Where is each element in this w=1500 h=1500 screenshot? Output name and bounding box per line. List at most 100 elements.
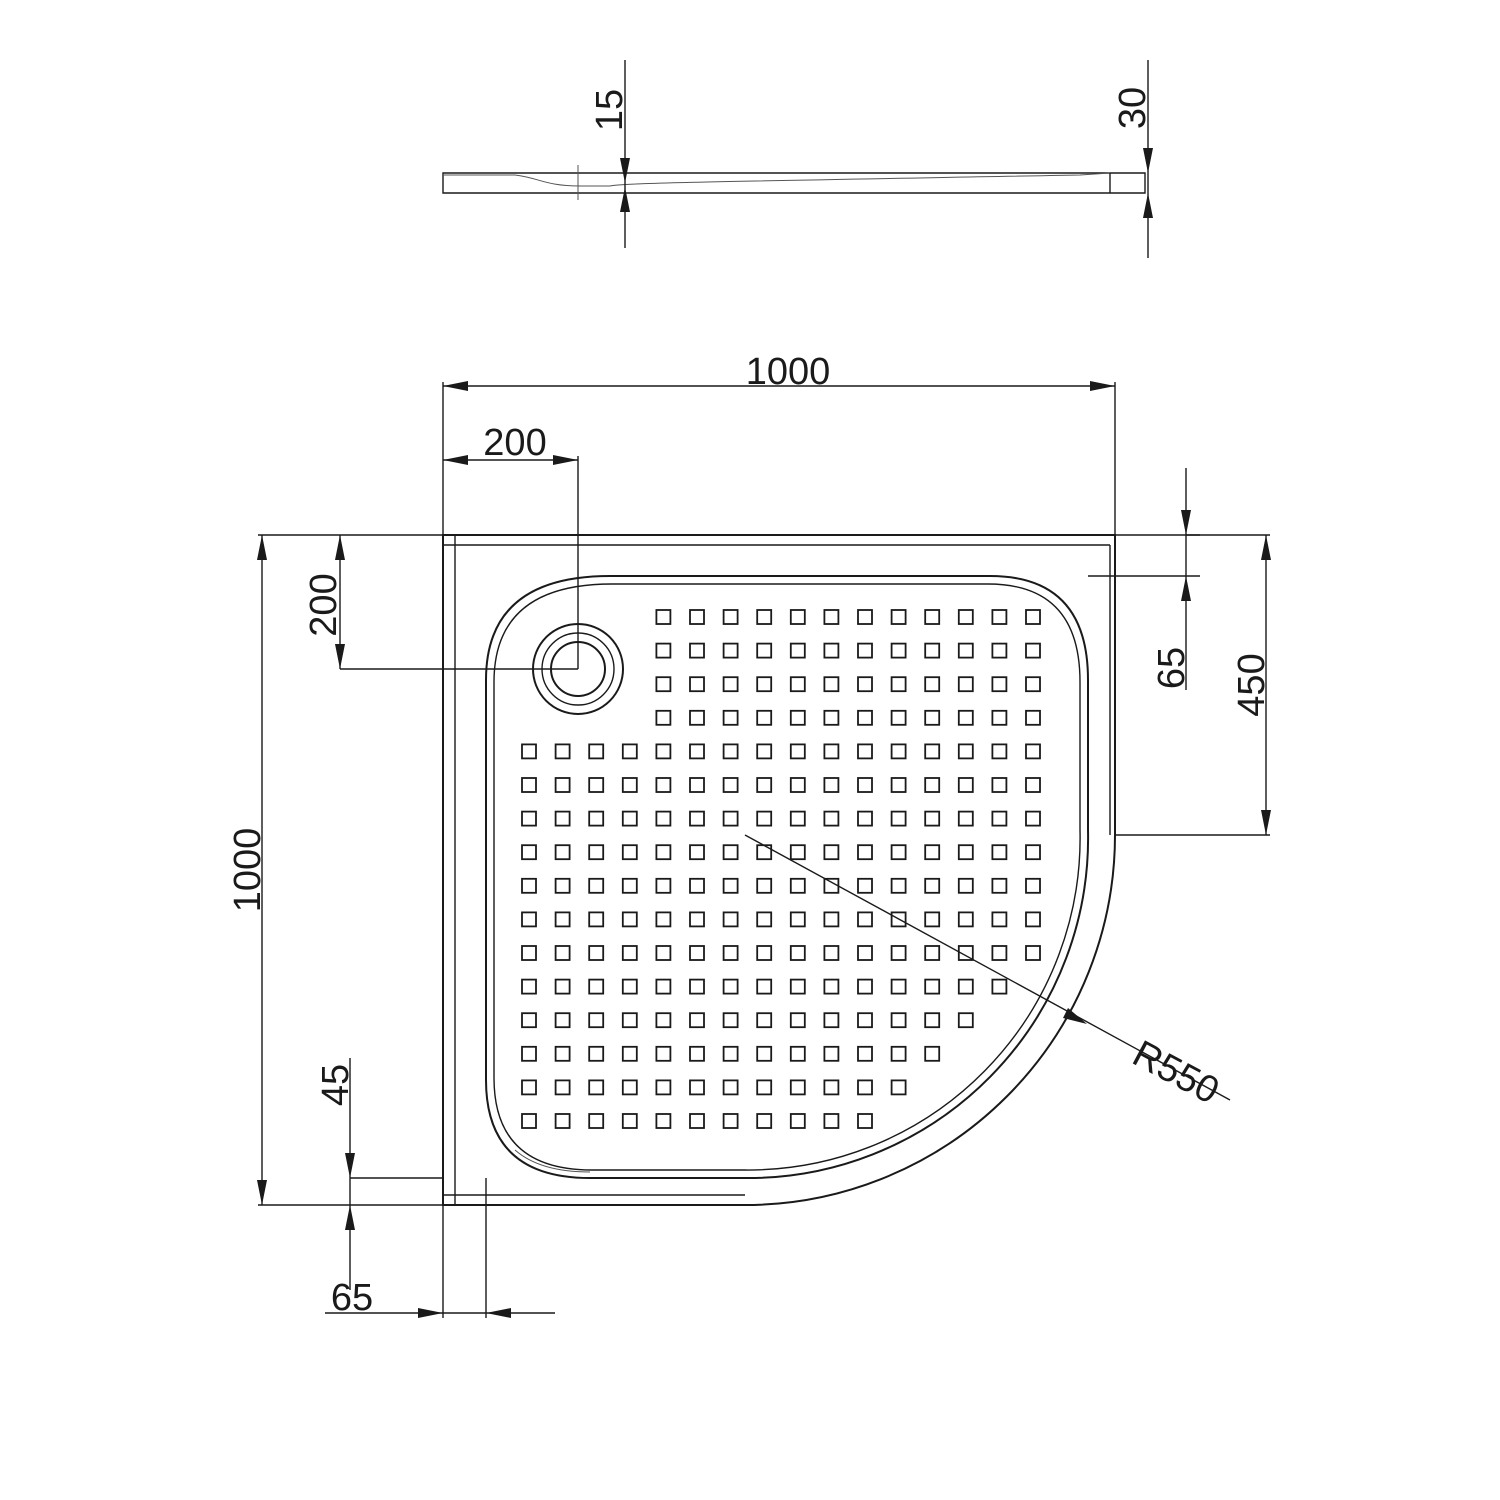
anti-slip-square xyxy=(1025,777,1041,793)
anti-slip-square xyxy=(857,810,873,827)
anti-slip-square xyxy=(1025,810,1041,827)
basin-outline xyxy=(485,575,1090,1180)
anti-slip-square xyxy=(924,810,941,827)
dim-depth: 1000 xyxy=(227,534,443,1206)
dim-drain-offset-x-label: 200 xyxy=(483,422,546,464)
anti-slip-square xyxy=(621,945,638,961)
anti-slip-square xyxy=(823,777,840,793)
anti-slip-square xyxy=(924,743,941,760)
anti-slip-square xyxy=(588,743,605,760)
anti-slip-square xyxy=(1025,743,1041,760)
tray-section-profile xyxy=(442,172,1146,194)
anti-slip-square xyxy=(957,844,974,861)
anti-slip-square xyxy=(655,1045,672,1062)
anti-slip-square xyxy=(924,609,941,625)
anti-slip-square xyxy=(521,1012,537,1029)
anti-slip-square xyxy=(655,978,672,995)
anti-slip-square xyxy=(756,609,773,625)
anti-slip-square xyxy=(655,810,672,827)
anti-slip-square xyxy=(890,777,907,793)
anti-slip-square xyxy=(655,642,672,659)
anti-slip-square xyxy=(789,1045,806,1062)
anti-slip-square xyxy=(521,777,537,793)
anti-slip-square xyxy=(957,676,974,693)
anti-slip-square xyxy=(554,810,571,827)
anti-slip-square xyxy=(756,1079,773,1096)
anti-slip-square xyxy=(621,743,638,760)
anti-slip-square xyxy=(957,945,974,961)
anti-slip-square xyxy=(924,1045,941,1062)
anti-slip-square xyxy=(924,911,941,928)
anti-slip-square xyxy=(756,709,773,726)
anti-slip-square xyxy=(957,709,974,726)
anti-slip-square xyxy=(857,911,873,928)
anti-slip-square xyxy=(857,777,873,793)
dim-rim-left: 65 xyxy=(325,1178,555,1319)
anti-slip-square xyxy=(722,743,739,760)
anti-slip-square xyxy=(789,911,806,928)
anti-slip-square xyxy=(823,743,840,760)
anti-slip-square xyxy=(890,709,907,726)
anti-slip-square xyxy=(588,810,605,827)
anti-slip-square xyxy=(722,709,739,726)
anti-slip-square xyxy=(756,676,773,693)
anti-slip-square xyxy=(890,1012,907,1029)
anti-slip-square xyxy=(857,978,873,995)
anti-slip-square xyxy=(756,743,773,760)
anti-slip-square xyxy=(722,978,739,995)
anti-slip-square xyxy=(689,1113,705,1129)
anti-slip-square xyxy=(1025,911,1041,928)
tray-outline xyxy=(442,534,1116,1206)
anti-slip-square xyxy=(823,844,840,861)
anti-slip-square xyxy=(621,1012,638,1029)
anti-slip-square xyxy=(890,1079,907,1096)
anti-slip-square xyxy=(588,777,605,793)
anti-slip-square xyxy=(823,877,840,894)
anti-slip-square xyxy=(957,877,974,894)
anti-slip-square xyxy=(722,877,739,894)
anti-slip-square xyxy=(554,1045,571,1062)
anti-slip-square xyxy=(957,911,974,928)
anti-slip-square xyxy=(924,978,941,995)
anti-slip-square xyxy=(621,844,638,861)
anti-slip-square xyxy=(689,743,705,760)
anti-slip-square xyxy=(857,676,873,693)
anti-slip-square xyxy=(588,1045,605,1062)
anti-slip-square xyxy=(957,777,974,793)
anti-slip-square xyxy=(655,911,672,928)
anti-slip-square xyxy=(689,877,705,894)
anti-slip-square xyxy=(689,609,705,625)
anti-slip-square xyxy=(655,1079,672,1096)
anti-slip-square xyxy=(789,945,806,961)
anti-slip-square xyxy=(722,1079,739,1096)
anti-slip-square xyxy=(823,945,840,961)
dim-total-height-label: 30 xyxy=(1112,87,1154,129)
anti-slip-square xyxy=(756,945,773,961)
anti-slip-square xyxy=(924,1012,941,1029)
anti-slip-square xyxy=(655,1113,672,1129)
dim-rim-top-label: 65 xyxy=(1151,647,1193,689)
dim-rim-bottom-label: 45 xyxy=(315,1064,357,1106)
anti-slip-square xyxy=(789,709,806,726)
anti-slip-square xyxy=(789,1012,806,1029)
anti-slip-square xyxy=(957,743,974,760)
anti-slip-square xyxy=(521,743,537,760)
anti-slip-square xyxy=(890,877,907,894)
anti-slip-square xyxy=(890,1045,907,1062)
anti-slip-square xyxy=(588,1113,605,1129)
anti-slip-square xyxy=(1025,642,1041,659)
anti-slip-square xyxy=(621,810,638,827)
anti-slip-square xyxy=(689,810,705,827)
dim-drain-depth: 15 xyxy=(589,60,631,248)
anti-slip-square xyxy=(991,810,1008,827)
anti-slip-square xyxy=(621,1079,638,1096)
anti-slip-square xyxy=(756,810,773,827)
dim-drain-offset-x: 200 xyxy=(443,422,579,669)
anti-slip-square xyxy=(722,777,739,793)
anti-slip-square xyxy=(890,609,907,625)
anti-slip-square xyxy=(521,911,537,928)
anti-slip-square xyxy=(789,743,806,760)
anti-slip-square xyxy=(521,945,537,961)
anti-slip-square xyxy=(890,743,907,760)
